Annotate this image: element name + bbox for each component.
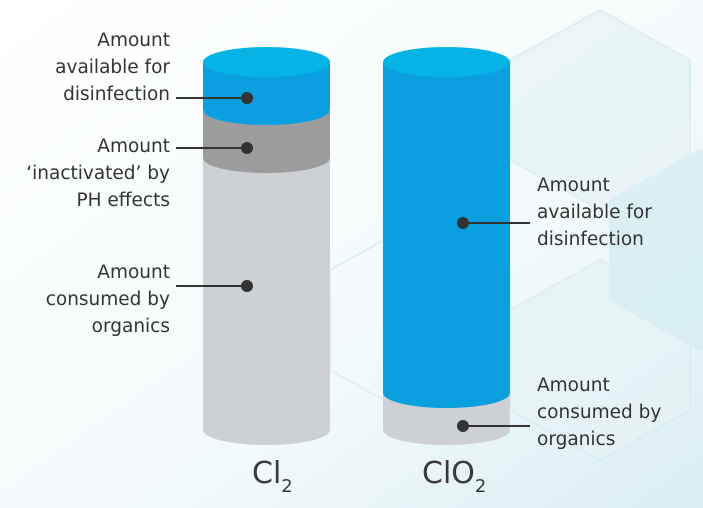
- cl2-available-marker: [241, 92, 253, 104]
- svg-text:organics: organics: [92, 316, 170, 337]
- svg-text:Amount: Amount: [97, 136, 170, 157]
- svg-text:‘inactivated’ by: ‘inactivated’ by: [26, 163, 170, 184]
- cl2-available-label: Amount available for disinfection: [55, 30, 170, 105]
- cl2-top: [203, 47, 330, 77]
- svg-text:Amount: Amount: [537, 375, 610, 396]
- clo2-name: ClO2: [422, 456, 486, 497]
- clo2-consumed-segment: [383, 395, 510, 446]
- clo2-consumed-label: Amount consumed by organics: [537, 375, 661, 450]
- clo2-consumed-marker: [457, 420, 469, 432]
- svg-text:consumed by: consumed by: [46, 289, 170, 310]
- cl2-inactivated-label: Amount ‘inactivated’ by PH effects: [26, 136, 170, 211]
- svg-text:available for: available for: [55, 57, 170, 78]
- cl2-inactivated-marker: [241, 142, 253, 154]
- svg-text:available for: available for: [537, 202, 652, 223]
- clo2-cylinder: [383, 47, 510, 446]
- clo2-top: [383, 47, 510, 77]
- clo2-available-segment: [383, 62, 510, 408]
- svg-text:organics: organics: [537, 429, 615, 450]
- cl2-consumed-marker: [241, 280, 253, 292]
- cl2-available-segment: [203, 62, 330, 126]
- svg-text:PH effects: PH effects: [76, 190, 170, 211]
- clo2-available-label: Amount available for disinfection: [537, 175, 652, 250]
- svg-text:consumed by: consumed by: [537, 402, 661, 423]
- cl2-cylinder: [203, 47, 330, 446]
- cl2-consumed-segment: [203, 160, 330, 446]
- svg-text:disinfection: disinfection: [537, 229, 644, 250]
- svg-text:disinfection: disinfection: [63, 84, 170, 105]
- svg-text:Amount: Amount: [537, 175, 610, 196]
- clo2-available-marker: [457, 217, 469, 229]
- cl2-consumed-label: Amount consumed by organics: [46, 262, 170, 337]
- cl2-name: Cl2: [252, 456, 293, 497]
- svg-text:Amount: Amount: [97, 30, 170, 51]
- cl2-inactivated-segment: [203, 112, 330, 173]
- svg-text:Amount: Amount: [97, 262, 170, 283]
- hexagon-pattern: [329, 8, 703, 462]
